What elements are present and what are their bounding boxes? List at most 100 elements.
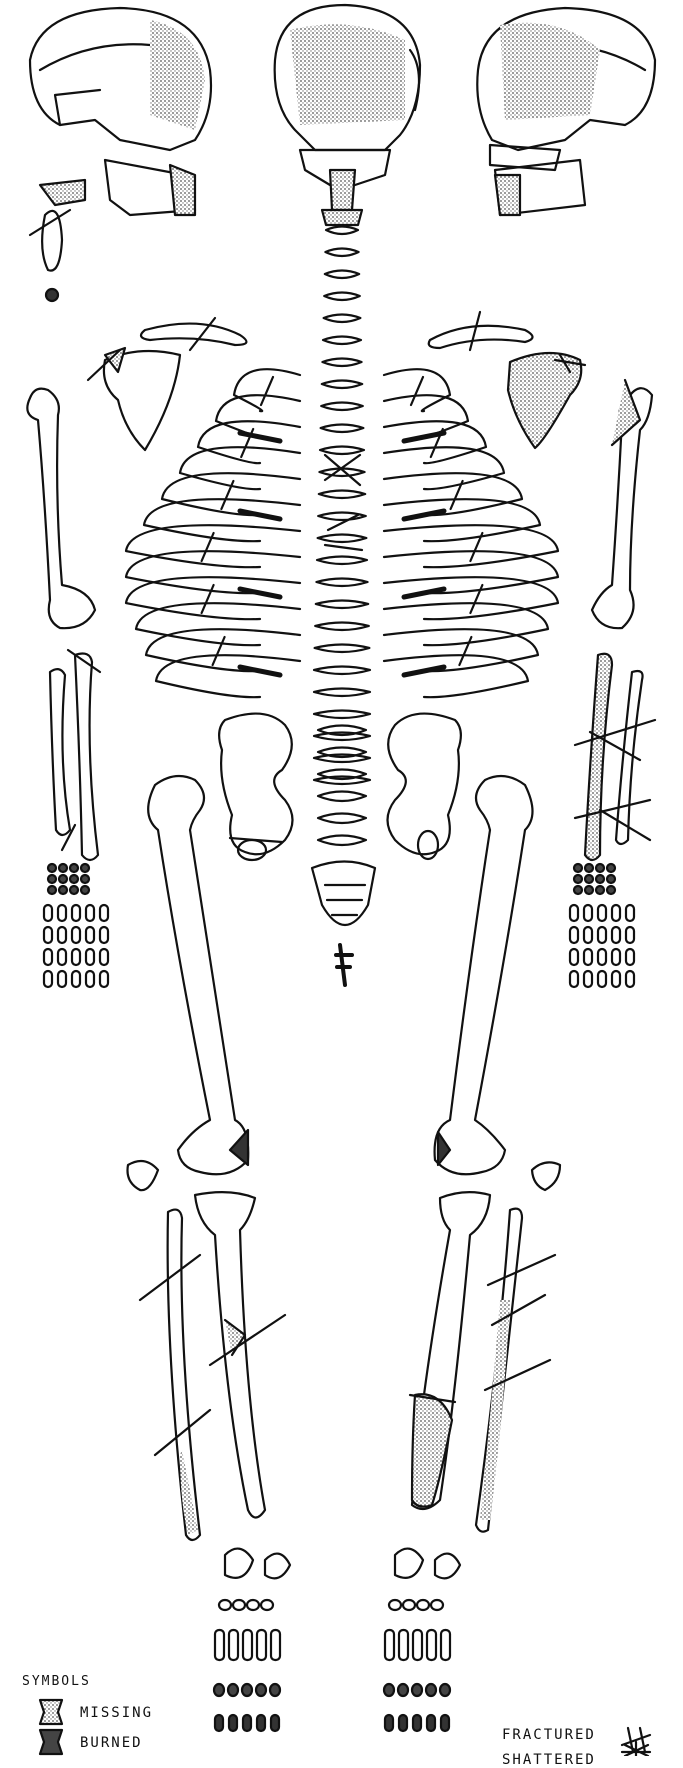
vertebra — [314, 733, 370, 741]
scapula-right — [508, 353, 581, 448]
toe — [242, 1684, 252, 1696]
rib — [384, 447, 504, 489]
rib-burned-segment — [240, 433, 280, 441]
vertebra — [315, 623, 369, 631]
talus — [225, 1549, 253, 1578]
phalanx — [584, 905, 592, 921]
fracture-mark — [470, 585, 482, 613]
toe — [228, 1684, 238, 1696]
metatarsal — [413, 1630, 422, 1660]
phalanx — [44, 927, 52, 943]
phalanx — [72, 927, 80, 943]
lower-leg-right — [410, 1192, 555, 1532]
vertebra — [325, 271, 359, 279]
phalanx — [100, 905, 108, 921]
phalanx — [427, 1715, 435, 1731]
phalanx — [598, 927, 606, 943]
skull-right-lateral — [477, 8, 655, 215]
carpal — [596, 886, 604, 894]
fracture-mark — [213, 637, 225, 665]
legend-missing-label: MISSING — [80, 1705, 153, 1721]
phalanx — [58, 971, 66, 987]
carpal — [48, 886, 56, 894]
forearm-left — [50, 650, 100, 860]
clavicle-left — [141, 324, 246, 345]
phalanx — [100, 971, 108, 987]
toe — [426, 1684, 436, 1696]
vertebra — [319, 491, 365, 499]
phalanx — [598, 971, 606, 987]
metatarsal — [385, 1630, 394, 1660]
vertebra — [318, 535, 367, 543]
rib — [384, 473, 522, 515]
vertebra — [315, 645, 370, 653]
burned-symbol-icon — [40, 1730, 62, 1754]
carpal — [585, 886, 593, 894]
vertebra — [314, 667, 370, 675]
legend-shattered-label: SHATTERED — [502, 1752, 596, 1768]
metatarsal — [257, 1630, 266, 1660]
toe — [256, 1684, 266, 1696]
phalanx — [626, 971, 634, 987]
skull-frontal — [275, 5, 420, 210]
toe — [440, 1684, 450, 1696]
vertebra — [324, 293, 360, 301]
carpal — [607, 875, 615, 883]
phalanx — [570, 971, 578, 987]
rib — [198, 421, 300, 463]
phalanx — [612, 927, 620, 943]
phalanx — [598, 949, 606, 965]
vertebra — [314, 755, 370, 763]
vertebra — [323, 337, 361, 345]
phalanx — [570, 927, 578, 943]
foot-right — [384, 1549, 460, 1731]
carpal — [574, 864, 582, 872]
phalanx — [598, 905, 606, 921]
carpal — [607, 886, 615, 894]
phalanx — [58, 949, 66, 965]
carpal — [48, 864, 56, 872]
tarsal — [417, 1600, 429, 1610]
carpal — [70, 875, 78, 883]
vertebra — [326, 227, 358, 235]
metatarsal — [441, 1630, 450, 1660]
calcaneus — [435, 1554, 460, 1579]
lumbar-vertebra — [318, 792, 366, 802]
hand-left — [44, 864, 108, 987]
rib — [384, 421, 486, 463]
phalanx — [413, 1715, 421, 1731]
carpal — [596, 864, 604, 872]
vertebra — [322, 359, 361, 367]
phalanx — [72, 949, 80, 965]
rib — [180, 447, 300, 489]
forearm-right — [575, 654, 655, 860]
hand-right — [570, 864, 634, 987]
calcaneus — [265, 1554, 290, 1579]
phalanx — [399, 1715, 407, 1731]
vertebra — [322, 381, 362, 389]
patella-right — [532, 1162, 560, 1190]
phalanx — [215, 1715, 223, 1731]
patella-left — [128, 1161, 159, 1190]
lumbar-vertebra — [318, 814, 366, 824]
carpal — [574, 886, 582, 894]
phalanx — [100, 949, 108, 965]
toe — [384, 1684, 394, 1696]
carpal — [59, 886, 67, 894]
toe — [412, 1684, 422, 1696]
tarsal — [219, 1600, 231, 1610]
phalanx — [612, 949, 620, 965]
phalanx — [626, 927, 634, 943]
pelvis-right-os-coxae — [388, 714, 461, 859]
tarsal — [389, 1600, 401, 1610]
rib — [384, 395, 468, 437]
carpal — [70, 886, 78, 894]
talus — [395, 1549, 423, 1578]
carpal — [48, 875, 56, 883]
phalanx — [86, 905, 94, 921]
hyoid-fragment — [30, 180, 85, 301]
phalanx — [584, 971, 592, 987]
phalanx — [72, 905, 80, 921]
